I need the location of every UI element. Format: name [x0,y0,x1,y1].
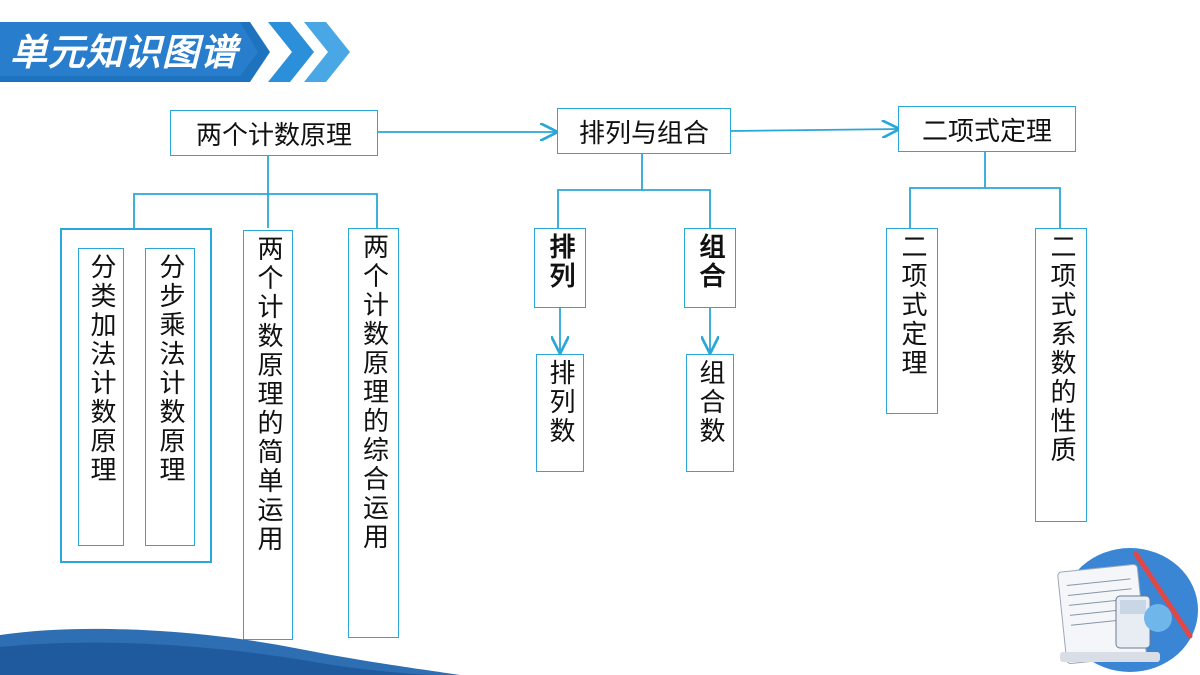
node-permutation: 排列 [534,228,586,308]
node-permutation-number: 排列数 [536,354,584,472]
node-combination: 组合 [684,228,736,308]
node-addition-principle: 分类加法计数原理 [78,248,124,546]
node-binomial-theorem-child: 二项式定理 [886,228,938,414]
node-binomial-theorem: 二项式定理 [898,106,1076,152]
node-simple-application: 两个计数原理的简单运用 [243,230,293,640]
bottom-wave-decoration [0,628,460,675]
node-multiplication-principle: 分步乘法计数原理 [145,248,195,546]
node-permutation-combination: 排列与组合 [557,108,731,154]
math-illustration [1057,548,1198,672]
node-binomial-coefficient-properties: 二项式系数的性质 [1035,228,1087,522]
node-combination-number: 组合数 [686,354,734,472]
node-comprehensive-application: 两个计数原理的综合运用 [348,228,399,638]
page-title: 单元知识图谱 [10,31,238,74]
node-counting-principles: 两个计数原理 [170,110,378,156]
header-banner [0,22,350,82]
